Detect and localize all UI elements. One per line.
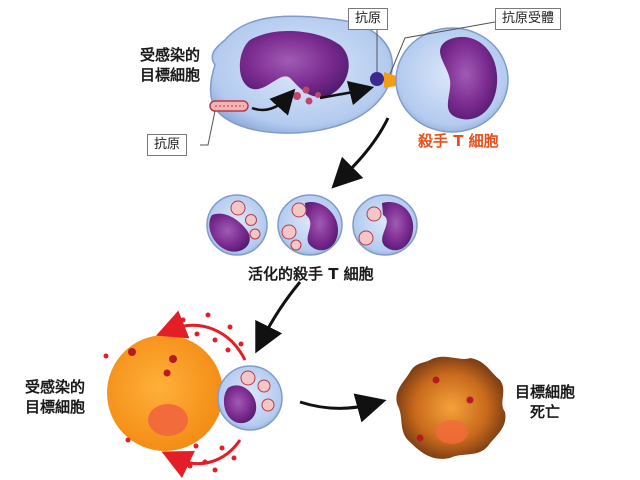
- infected-target-cell-top: [209, 15, 393, 134]
- infected-target-label-bottom-line1: 受感染的: [24, 378, 85, 396]
- infected-target-label-bottom: 受感染的 目標細胞: [10, 377, 100, 417]
- target-death-label-line1: 目標細胞: [514, 383, 575, 401]
- attacking-t-cell: [217, 365, 283, 431]
- infected-target-label-top-line2: 目標細胞: [139, 66, 200, 84]
- activated-t-cell-1: [206, 194, 268, 256]
- target-death-label-line2: 死亡: [529, 403, 560, 421]
- antigen-rod: [209, 100, 249, 112]
- internal-arrow-1: [251, 88, 296, 116]
- red-arrow-bottom: [161, 439, 242, 479]
- killer-t-label: 殺手 T 細胞: [418, 132, 499, 150]
- antigen-top-label: 抗原: [348, 8, 389, 30]
- receptor-leader: [389, 21, 496, 75]
- infected-target-cell-bottom: [107, 335, 223, 451]
- antigen-receptor-junction: [370, 72, 396, 88]
- arrow-to-attack: [255, 281, 302, 354]
- infected-target-label-top: 受感染的 目標細胞: [125, 45, 215, 85]
- infected-target-label-top-line1: 受感染的: [139, 46, 200, 64]
- killer-t-cell: [395, 27, 509, 133]
- activated-t-cell-3: [352, 194, 418, 256]
- activated-killer-t-label: 活化的殺手 T 細胞: [248, 265, 374, 283]
- infected-target-label-bottom-line2: 目標細胞: [24, 398, 85, 416]
- antigen-left-leader: [200, 110, 216, 146]
- red-arrow-top: [156, 310, 247, 361]
- arrow-to-activated: [331, 117, 390, 189]
- internal-arrow-2: [319, 80, 375, 106]
- dead-target-cell: [396, 356, 506, 459]
- antigen-left-label: 抗原: [147, 134, 188, 156]
- activated-t-cell-2: [277, 194, 343, 256]
- antigen-receptor-label: 抗原受體: [495, 8, 562, 30]
- cytotoxic-release: [103, 310, 247, 479]
- arrow-to-death: [299, 393, 387, 423]
- target-death-label: 目標細胞 死亡: [500, 382, 590, 422]
